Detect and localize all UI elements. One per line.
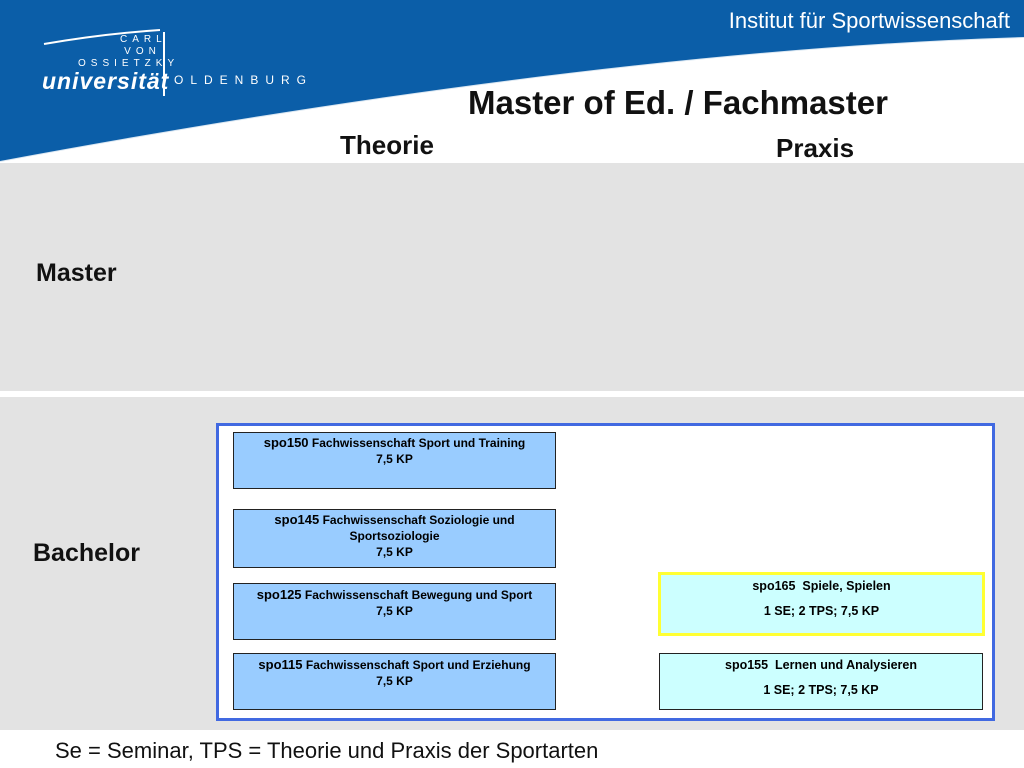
master-band bbox=[0, 163, 1024, 391]
logo-line-ossietzky: OSSIETZKY bbox=[78, 58, 180, 69]
module-name: Fachwissenschaft Soziologie und Sportsoz… bbox=[322, 513, 515, 543]
row-label-master: Master bbox=[36, 259, 117, 287]
logo-line-carl: CARL bbox=[120, 34, 167, 45]
module-spo155: spo155 Lernen und Analysieren 1 SE; 2 TP… bbox=[659, 653, 983, 710]
module-name: Lernen und Analysieren bbox=[775, 658, 917, 672]
module-credits: 7,5 KP bbox=[376, 604, 413, 618]
module-spo115: spo115 Fachwissenschaft Sport und Erzieh… bbox=[233, 653, 556, 710]
institute-name: Institut für Sportwissenschaft bbox=[728, 8, 1010, 33]
module-name: Fachwissenschaft Sport und Erziehung bbox=[305, 658, 531, 672]
logo-divider bbox=[163, 32, 165, 96]
column-header-theorie: Theorie bbox=[340, 130, 434, 160]
module-code: spo155 bbox=[725, 658, 769, 672]
module-credits: 7,5 KP bbox=[376, 674, 413, 688]
module-spo150: spo150 Fachwissenschaft Sport und Traini… bbox=[233, 432, 556, 489]
module-name: Fachwissenschaft Sport und Training bbox=[311, 436, 526, 450]
module-credits: 7,5 KP bbox=[376, 452, 413, 466]
module-name: Spiele, Spielen bbox=[802, 579, 891, 593]
module-code: spo165 bbox=[752, 579, 796, 593]
footnote: Se = Seminar, TPS = Theorie und Praxis d… bbox=[55, 738, 599, 763]
module-credits: 7,5 KP bbox=[376, 545, 413, 559]
module-credits: 1 SE; 2 TPS; 7,5 KP bbox=[763, 683, 879, 697]
logo-universitaet: universität bbox=[42, 68, 170, 94]
column-header-praxis: Praxis bbox=[776, 133, 855, 163]
header-banner bbox=[0, 0, 1024, 163]
module-credits: 1 SE; 2 TPS; 7,5 KP bbox=[763, 604, 880, 618]
module-name: Fachwissenschaft Bewegung und Sport bbox=[304, 588, 533, 602]
module-code: spo115 bbox=[258, 657, 303, 672]
module-spo125: spo125 Fachwissenschaft Bewegung und Spo… bbox=[233, 583, 556, 640]
row-label-bachelor: Bachelor bbox=[33, 539, 140, 567]
page-title: Master of Ed. / Fachmaster bbox=[468, 84, 888, 121]
module-spo165: spo165 Spiele, Spielen 1 SE; 2 TPS; 7,5 … bbox=[658, 572, 985, 636]
module-code: spo145 bbox=[274, 512, 320, 527]
module-code: spo150 bbox=[263, 435, 309, 450]
module-code: spo125 bbox=[256, 587, 302, 602]
logo-oldenburg: OLDENBURG bbox=[174, 73, 314, 87]
logo-line-von: VON bbox=[124, 46, 161, 57]
module-spo145: spo145 Fachwissenschaft Soziologie und S… bbox=[233, 509, 556, 568]
